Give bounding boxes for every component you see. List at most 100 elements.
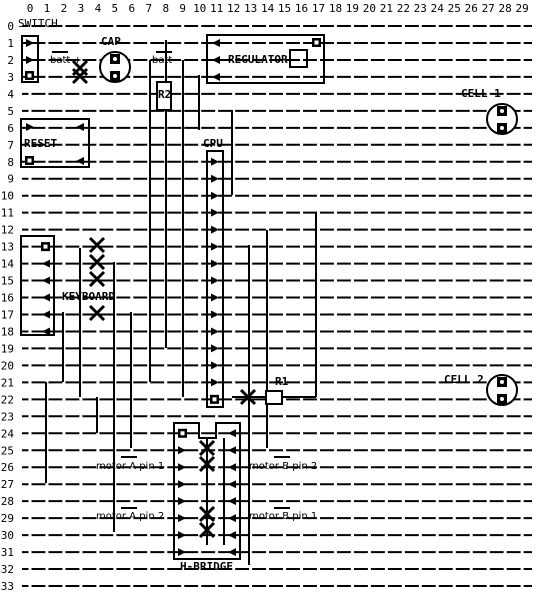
hole	[401, 261, 405, 266]
hole	[367, 278, 371, 283]
hole	[350, 24, 355, 28]
hole	[367, 24, 371, 28]
hole	[469, 228, 473, 232]
hole	[45, 41, 49, 45]
hole	[147, 465, 151, 469]
hole	[367, 414, 371, 418]
hole	[486, 278, 490, 283]
hole	[486, 482, 490, 486]
hole	[452, 567, 456, 571]
hole	[469, 126, 473, 130]
hole	[435, 584, 439, 588]
hole	[113, 533, 117, 537]
hole	[401, 533, 405, 537]
hole	[418, 177, 422, 181]
row-number: 24	[1, 427, 15, 440]
hole	[147, 448, 151, 452]
cpu-pin	[211, 293, 219, 302]
hole	[367, 550, 371, 554]
row-number: 3	[7, 71, 14, 84]
hole	[384, 346, 388, 351]
hole	[45, 109, 49, 113]
hole	[147, 397, 151, 401]
column-number: 25	[448, 2, 461, 15]
hole	[198, 363, 202, 367]
hole	[333, 499, 338, 503]
hole	[282, 92, 287, 96]
hole	[147, 431, 151, 435]
hole	[215, 414, 219, 418]
hole	[435, 516, 439, 520]
row-number: 4	[7, 88, 14, 101]
hole	[282, 414, 287, 418]
hole	[350, 295, 355, 300]
hole	[384, 92, 388, 96]
hole	[503, 211, 507, 215]
hole	[333, 380, 338, 384]
hole	[452, 92, 456, 96]
hole	[503, 245, 507, 249]
cpu-label: CPU	[203, 137, 223, 150]
hole	[62, 177, 66, 181]
hole	[486, 312, 490, 317]
hole	[367, 228, 371, 232]
hole	[486, 41, 490, 45]
hole	[96, 516, 100, 520]
track-cut	[88, 270, 106, 288]
hole	[96, 160, 100, 164]
hole	[96, 363, 100, 367]
hole	[299, 380, 304, 384]
row-number: 21	[1, 376, 14, 389]
hole	[452, 431, 456, 435]
hole	[350, 533, 355, 537]
hole	[367, 363, 371, 367]
hole	[350, 482, 355, 486]
hole	[181, 397, 185, 401]
hole	[469, 414, 473, 418]
hbridge-pin	[228, 446, 236, 455]
column-number: 3	[78, 2, 85, 15]
hole	[486, 516, 490, 520]
hole	[452, 499, 456, 503]
hole	[147, 499, 151, 503]
hole	[401, 245, 405, 249]
hole	[164, 414, 168, 418]
hole	[299, 533, 304, 537]
hole	[486, 211, 490, 215]
hole	[520, 75, 524, 79]
hole	[452, 126, 456, 130]
hole	[350, 245, 355, 249]
hole	[333, 448, 338, 452]
hole	[198, 482, 202, 486]
hole	[28, 245, 32, 249]
hole	[418, 499, 422, 503]
hole	[79, 194, 83, 198]
hole	[96, 295, 100, 300]
row-number: 10	[1, 190, 14, 203]
hole	[333, 245, 338, 249]
hole	[469, 143, 473, 147]
hole	[282, 58, 287, 62]
row-number: 25	[1, 444, 14, 457]
hole	[232, 75, 236, 79]
hole	[130, 278, 134, 283]
reset-pins	[25, 123, 84, 165]
hole	[401, 329, 405, 334]
hole	[28, 278, 32, 283]
regulator-label: REGULATOR	[228, 53, 288, 66]
hole	[367, 92, 371, 96]
hole	[469, 533, 473, 537]
hbridge-pin	[178, 531, 186, 540]
cap-body	[99, 51, 131, 83]
hole	[113, 41, 117, 45]
hole	[418, 278, 422, 283]
hole	[418, 397, 422, 401]
hole	[452, 329, 456, 334]
row-number: 13	[1, 241, 14, 254]
cpu-pin	[211, 276, 219, 285]
hole	[96, 194, 100, 198]
hole	[384, 516, 388, 520]
hole	[198, 245, 202, 249]
hole	[265, 177, 270, 181]
